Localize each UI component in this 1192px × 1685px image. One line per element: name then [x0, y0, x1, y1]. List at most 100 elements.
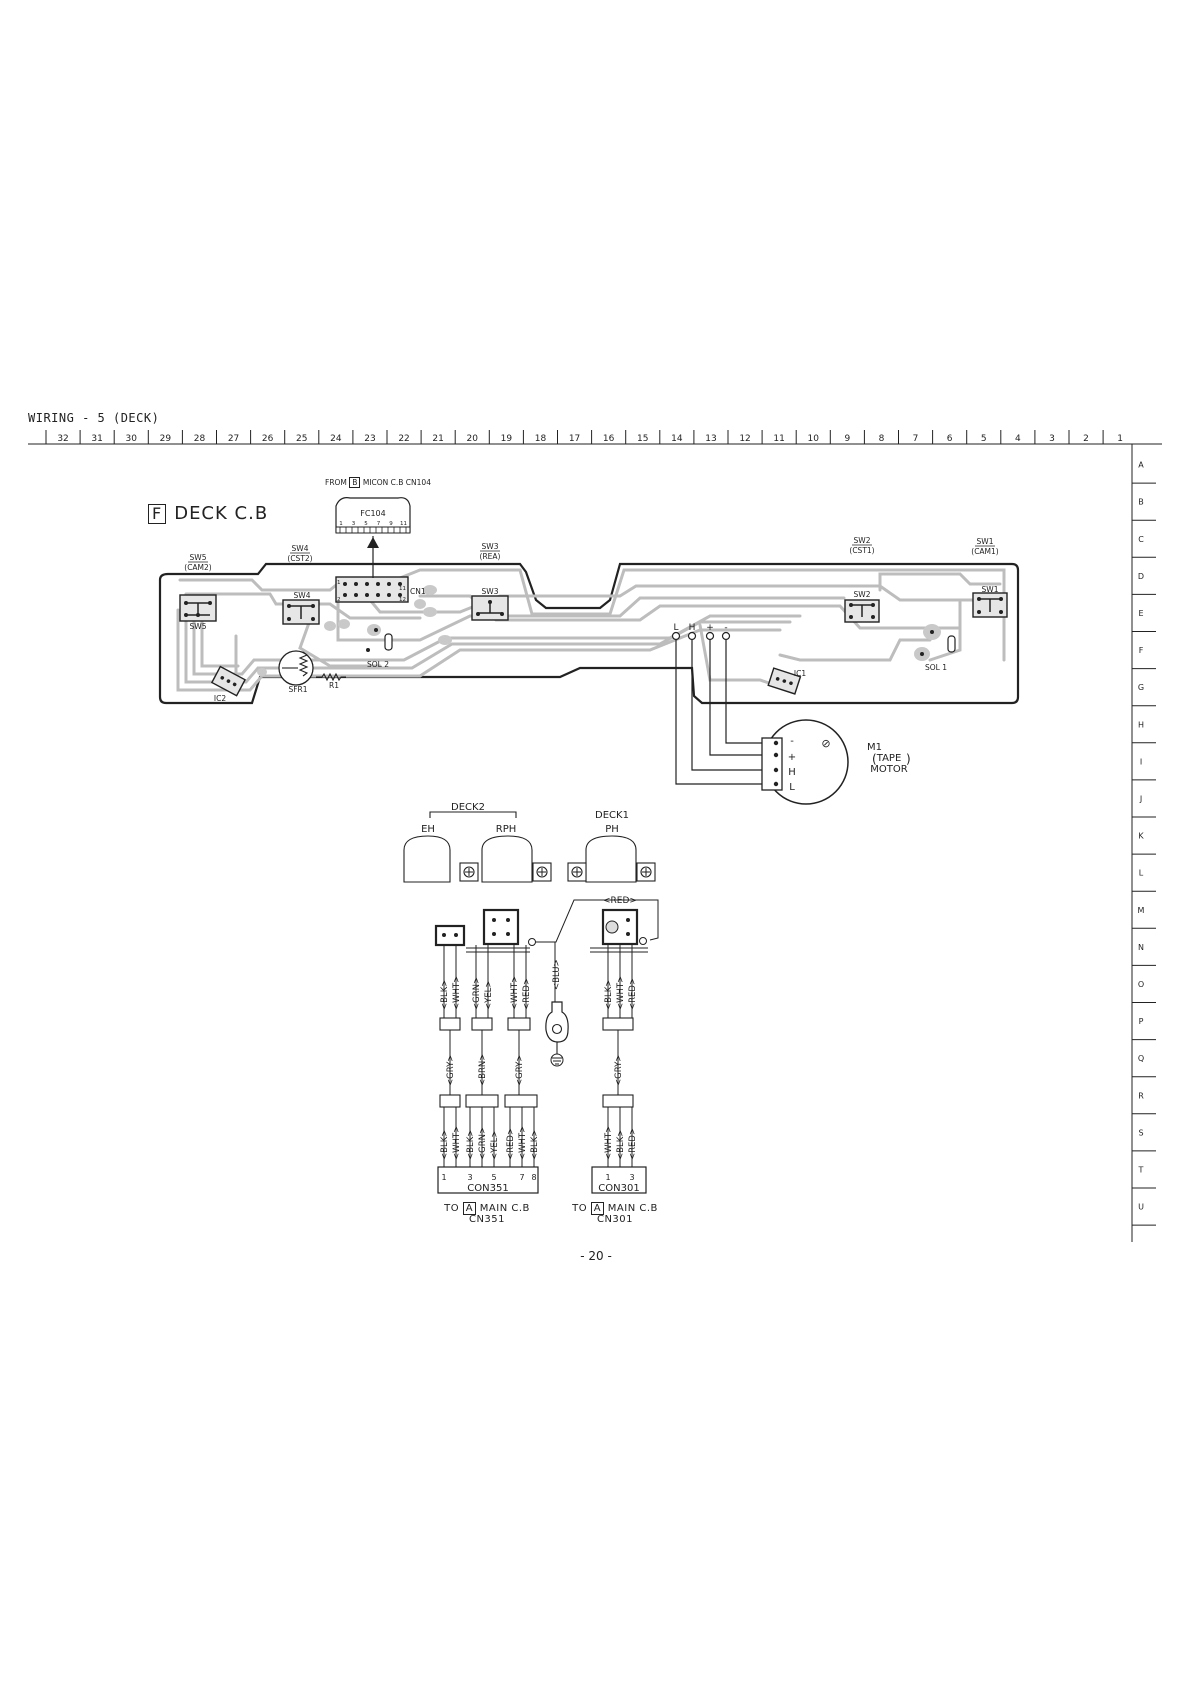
page-number: - 20 -	[580, 1249, 612, 1263]
motor-label-motor: MOTOR	[870, 764, 907, 775]
grid-row-label: A	[1138, 461, 1144, 470]
rph-label: RPH	[496, 824, 517, 835]
solenoid-sol1	[920, 630, 956, 656]
wire-color-label: <BLK>	[440, 1130, 450, 1160]
con301-label: CON301	[598, 1183, 639, 1194]
grid-col-label: 8	[879, 434, 885, 444]
switch-sw5	[179, 594, 217, 622]
grid-row-label: J	[1139, 794, 1142, 803]
switch-header-name: SW2	[854, 536, 871, 545]
grid-col-label: 21	[432, 434, 443, 444]
to-text-2: TO	[572, 1203, 588, 1214]
component-label: SW4	[294, 591, 311, 600]
cn1-pin	[365, 582, 369, 586]
grid-row-label: H	[1138, 720, 1144, 729]
grid-col-label: 5	[981, 434, 987, 444]
wire-color-label: <RED>	[506, 1128, 516, 1160]
cn1-pin	[376, 593, 380, 597]
cn1-pin	[398, 582, 402, 586]
grid-row-label: I	[1140, 757, 1142, 766]
switch-header-name: SW1	[977, 537, 994, 546]
cn1-pin	[354, 582, 358, 586]
pcb-terminal-label: +	[706, 623, 714, 633]
board-name: DECK C.B	[174, 503, 269, 524]
grid-row-label: R	[1138, 1091, 1144, 1100]
grid-col-label: 18	[535, 434, 547, 444]
eh-head	[403, 835, 451, 883]
motor-paren: (	[872, 752, 877, 766]
to-rest-1: MAIN C.B	[479, 1203, 530, 1214]
connector-con301	[591, 1166, 647, 1194]
red-wire-label: <RED>	[603, 896, 637, 906]
motor-leads	[675, 636, 776, 785]
ph-head	[585, 835, 637, 883]
from-label: FROM B MICON C.B CN104	[325, 477, 431, 488]
grid-col-label: 9	[844, 434, 850, 444]
grid-col-label: 27	[228, 434, 239, 444]
switch-sw2	[844, 599, 880, 623]
fc104-pin-label: 11	[400, 521, 407, 527]
grid-row-label: E	[1138, 609, 1143, 618]
grid-col-label: 19	[501, 434, 513, 444]
fc104-pin-label: 1	[339, 521, 343, 527]
grid-row-label: B	[1138, 498, 1144, 507]
wire-color-label: <WHT>	[518, 1126, 528, 1160]
motor-pin-label: H	[788, 767, 796, 778]
component-label: SW2	[854, 590, 871, 599]
deck2-label: DECK2	[451, 802, 485, 813]
wire-color-label: <BLK>	[466, 1130, 476, 1160]
con351-pin: 8	[531, 1173, 536, 1182]
fc104-label: FC104	[360, 509, 385, 518]
grid-row-label: P	[1139, 1017, 1144, 1026]
grid-row-label: N	[1138, 943, 1144, 952]
grid-col-label: 17	[569, 434, 580, 444]
grid-col-label: 31	[91, 434, 102, 444]
ic1	[767, 667, 802, 695]
switch-header-sub: (CAM1)	[971, 547, 999, 556]
con301-pin: 1	[605, 1173, 610, 1182]
switch-header-sub: (CAM2)	[184, 563, 212, 572]
solenoid-sol2	[366, 628, 393, 652]
grid-col-label: 24	[330, 434, 342, 444]
grid-col-label: 25	[296, 434, 307, 444]
wire-color-label: <BLU>	[552, 959, 562, 990]
switch-header-sub: (CST2)	[287, 554, 312, 563]
wire-color-label: <GRN>	[478, 1127, 488, 1160]
wire-color-label: <BRN>	[478, 1054, 488, 1086]
grid-col-label: 29	[160, 434, 172, 444]
deck-heads	[403, 811, 656, 883]
grid-col-label: 30	[126, 434, 138, 444]
fc104-pin-ticks	[339, 527, 407, 533]
cn1-pin-label: 11	[399, 586, 406, 592]
wire-color-label: <YEL>	[484, 980, 494, 1010]
connector-con351	[437, 1166, 539, 1194]
grid-col-label: 14	[671, 434, 683, 444]
motor-terminal-pads	[671, 631, 731, 641]
grid-col-label: 1	[1117, 434, 1123, 444]
fc104-pin-label: 9	[389, 521, 393, 527]
component-label: SW3	[482, 587, 499, 596]
grid-col-label: 23	[364, 434, 375, 444]
motor-label-tape: TAPE	[876, 753, 902, 764]
wire-color-label: <BLK>	[616, 1130, 626, 1160]
connector-cn1	[335, 576, 409, 603]
grid-col-label: 12	[739, 434, 750, 444]
con351-label: CON351	[467, 1183, 508, 1194]
cn1-pin	[387, 593, 391, 597]
motor-pin-label: L	[789, 782, 795, 793]
grid-row-label: M	[1138, 906, 1145, 915]
component-label: SW5	[190, 622, 207, 631]
fc104-pin-label: 7	[377, 521, 381, 527]
ground-lug	[545, 1001, 569, 1067]
page-title: WIRING - 5 (DECK)	[28, 411, 160, 425]
cn1-pin-label: 1	[337, 580, 341, 586]
grid-col-label: 10	[808, 434, 820, 444]
cn1-pin-label: 2	[337, 597, 341, 603]
flat-cable-fc104	[335, 497, 411, 578]
component-label: SFR1	[288, 685, 307, 694]
